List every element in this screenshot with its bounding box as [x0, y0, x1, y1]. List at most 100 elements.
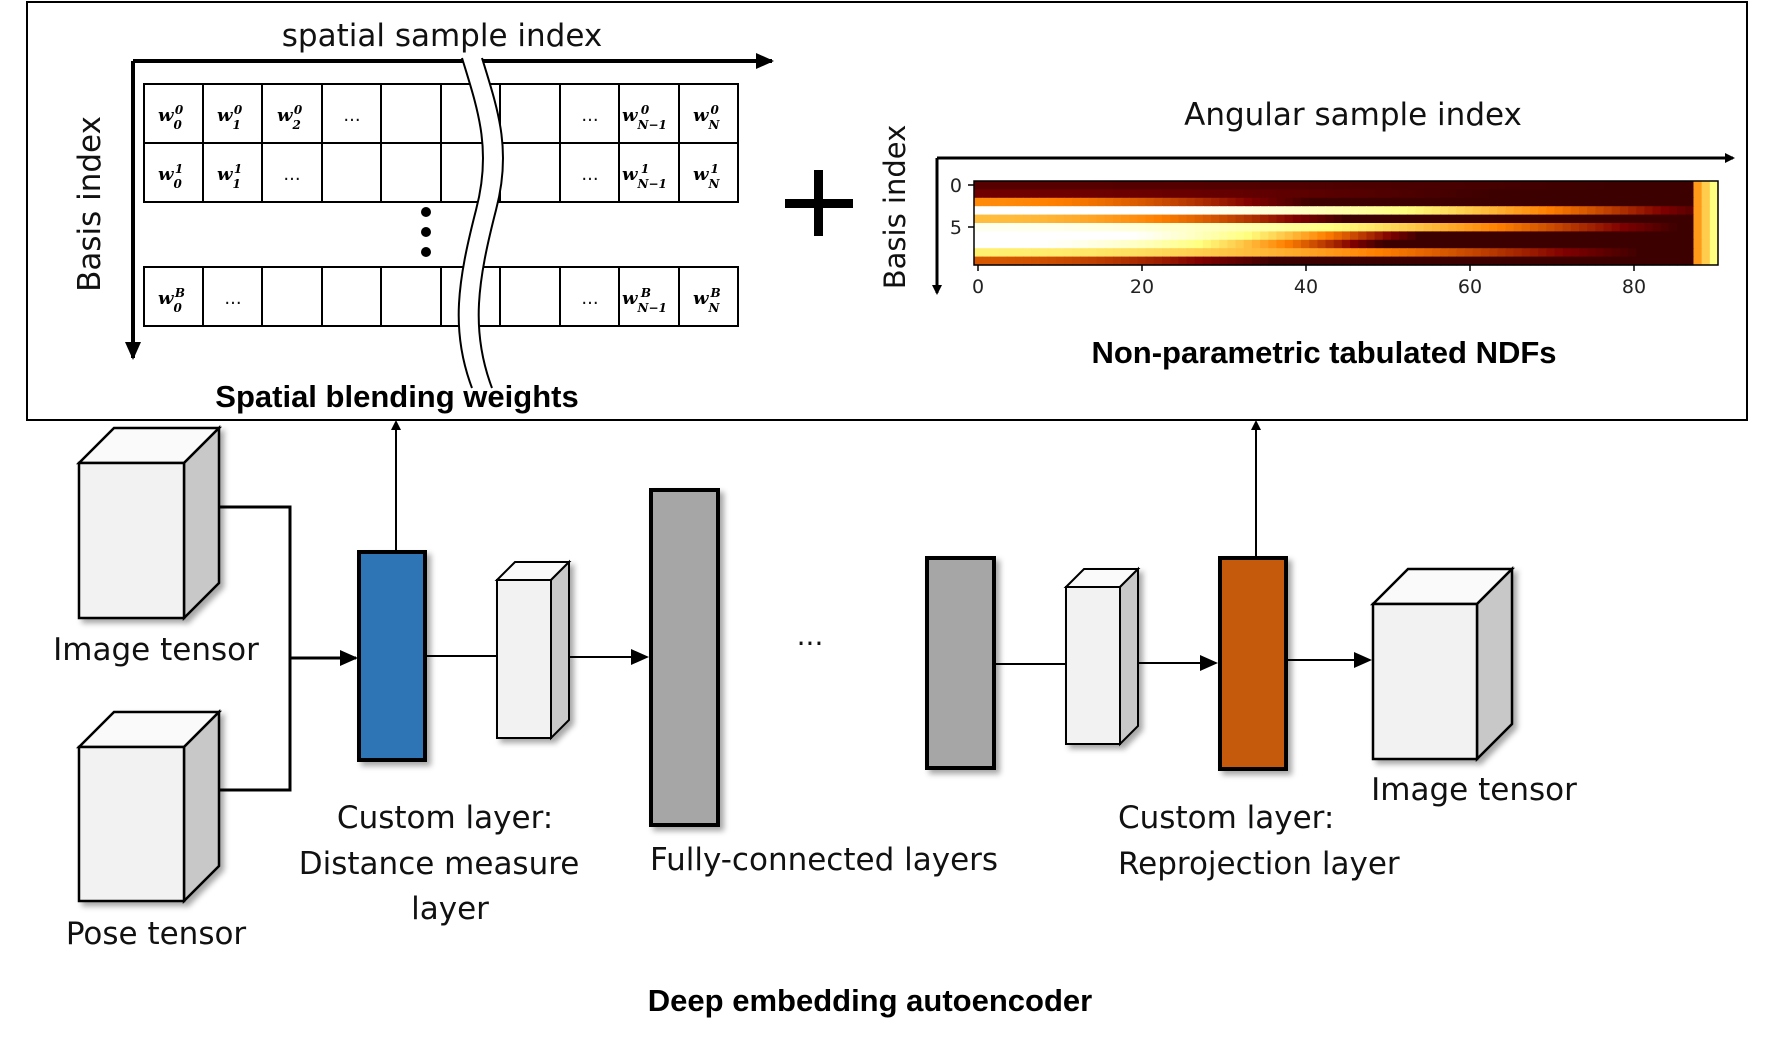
- heatmap-cell: [1333, 181, 1343, 190]
- heatmap-cell: [1374, 256, 1384, 266]
- heatmap-cell: [1309, 189, 1318, 199]
- heatmap-cell: [1039, 223, 1049, 232]
- heatmap-cell: [1014, 239, 1024, 249]
- heatmap-cell: [1309, 206, 1318, 216]
- heatmap-cell: [998, 206, 1008, 216]
- heatmap-cell: [1570, 197, 1580, 207]
- heatmap-cell: [1644, 189, 1654, 199]
- heatmap-cell: [1685, 256, 1695, 266]
- heatmap-cell: [982, 239, 991, 249]
- heatmap-cell: [1284, 214, 1294, 224]
- heatmap-cell: [1186, 223, 1196, 232]
- heatmap-cell: [1677, 223, 1686, 232]
- heatmap-cell: [1121, 256, 1130, 266]
- heatmap-cell: [1603, 248, 1613, 258]
- heatmap-cell: [1072, 223, 1081, 232]
- heatmap-cell: [1652, 206, 1662, 216]
- heatmap-cell: [1603, 223, 1613, 232]
- heatmap-cell: [1513, 223, 1523, 232]
- heatmap-cell: [1112, 189, 1122, 199]
- heatmap-ticks: [968, 184, 1635, 271]
- heatmap-cell: [1489, 256, 1498, 266]
- heatmap-cell: [1047, 256, 1057, 266]
- heatmap-cell: [1088, 256, 1098, 266]
- heatmap-cell: [1112, 181, 1122, 190]
- heatmap-cell: [990, 189, 1000, 199]
- heatmap-cell: [1399, 189, 1408, 199]
- heatmap-cell: [1170, 214, 1179, 224]
- heatmap-cell: [1088, 189, 1098, 199]
- heatmap-cell: [1301, 189, 1310, 199]
- heatmap-cell: [1202, 197, 1212, 207]
- heatmap-cell: [1227, 248, 1237, 258]
- heatmap-cell: [1039, 181, 1049, 190]
- heatmap-cell: [1644, 214, 1654, 224]
- heatmap-cell: [1039, 206, 1049, 216]
- heatmap-cell: [1178, 206, 1188, 216]
- heatmap-cell: [1636, 206, 1646, 216]
- heatmap-cell: [1031, 256, 1041, 266]
- heatmap-cell: [1333, 223, 1343, 232]
- heatmap-cell: [1448, 231, 1457, 241]
- heatmap-cell: [1668, 181, 1678, 190]
- heatmap-cell: [1023, 248, 1032, 258]
- heatmap-cell: [1341, 189, 1351, 199]
- heatmap-cell: [1570, 223, 1580, 232]
- heatmap-cell: [1456, 214, 1466, 224]
- heatmap-cell: [1292, 214, 1302, 224]
- heatmap-cell: [1162, 181, 1171, 190]
- heatmap-cell: [1023, 181, 1032, 190]
- heatmap-cell: [1636, 197, 1646, 207]
- heatmap-cell: [1350, 206, 1359, 216]
- heatmap-cell: [1055, 239, 1065, 249]
- heatmap-cell: [1219, 248, 1229, 258]
- heatmap-cell: [990, 256, 1000, 266]
- heatmap-cell: [1644, 223, 1654, 232]
- heatmap-cell: [1701, 197, 1711, 207]
- basis-axis-label-right: Basis index: [878, 125, 912, 290]
- heatmap-cell: [1611, 189, 1621, 199]
- heatmap-cell: [982, 248, 991, 258]
- heatmap-cell: [1333, 189, 1343, 199]
- heatmap-cell: [1603, 239, 1613, 249]
- heatmap-cell: [1677, 189, 1686, 199]
- heatmap-cell: [1350, 197, 1359, 207]
- heatmap-cell: [1006, 248, 1016, 258]
- heatmap-cell: [1325, 214, 1335, 224]
- heatmap-cell: [1055, 206, 1065, 216]
- heatmap-cell: [1080, 197, 1090, 207]
- heatmap-cell: [1390, 181, 1400, 190]
- heatmap-cell: [1358, 181, 1368, 190]
- heatmap-cell: [1170, 248, 1179, 258]
- heatmap-cell: [1521, 239, 1531, 249]
- heatmap-cell: [1292, 256, 1302, 266]
- heatmap-cell: [1701, 248, 1711, 258]
- heatmap-cell: [1579, 248, 1588, 258]
- heatmap-cell: [1505, 248, 1515, 258]
- heatmap-cell: [1096, 206, 1106, 216]
- heatmap-cell: [1709, 223, 1719, 232]
- heatmap-cell: [1456, 206, 1466, 216]
- heatmap-cell: [1227, 197, 1237, 207]
- heatmap-cell: [1063, 189, 1073, 199]
- heatmap-cell: [1660, 248, 1670, 258]
- heatmap-cell: [1047, 223, 1057, 232]
- heatmap-cell: [1276, 223, 1286, 232]
- heatmap-cell: [1202, 223, 1212, 232]
- heatmap-cell: [1448, 197, 1457, 207]
- heatmap-cell: [1104, 223, 1114, 232]
- heatmap-cell: [1178, 231, 1188, 241]
- heatmap-cell: [1325, 181, 1335, 190]
- heatmap-cell: [998, 223, 1008, 232]
- heatmap-cell: [1538, 231, 1547, 241]
- heatmap-cell: [1350, 181, 1359, 190]
- heatmap-cell: [1006, 214, 1016, 224]
- heatmap-cell: [1538, 256, 1547, 266]
- heatmap-cell: [990, 181, 1000, 190]
- heatmap-cell: [1472, 181, 1482, 190]
- heatmap-cell: [1456, 256, 1466, 266]
- heatmap-cell: [1374, 189, 1384, 199]
- heatmap-cell: [1603, 231, 1613, 241]
- heatmap-cell: [1251, 189, 1261, 199]
- heatmap-cell: [1145, 223, 1155, 232]
